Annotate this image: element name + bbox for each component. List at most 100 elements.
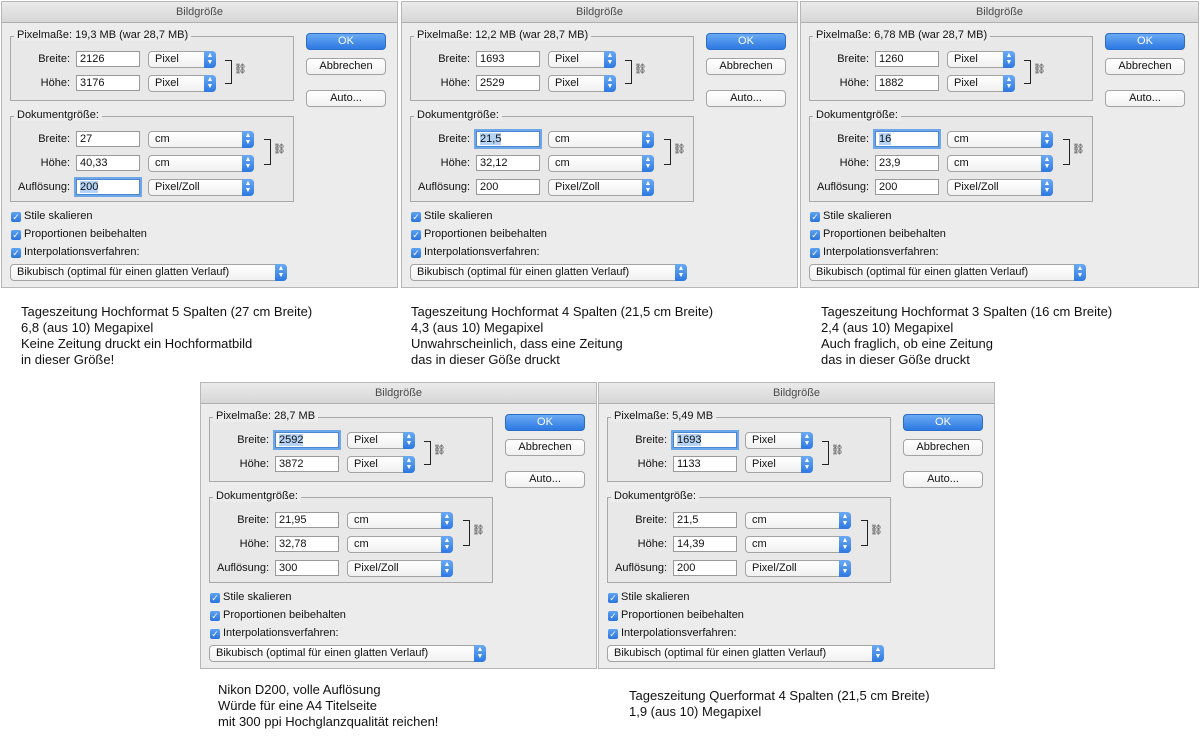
auto-button[interactable]: Auto... [1105,90,1185,107]
pixel-width-input[interactable]: 2126 [76,51,140,67]
unit-select-value: cm [555,133,570,145]
unit-select-value: Pixel [555,53,579,65]
scale-styles-checkbox[interactable]: ✓Stile skalieren [608,591,690,603]
unit-select[interactable]: Pixel ▲▼ [347,432,415,449]
resample-method-select[interactable]: Bikubisch (optimal für einen glatten Ver… [10,264,287,281]
resolution-input[interactable]: 200 [875,179,939,195]
scale-styles-checkbox[interactable]: ✓Stile skalieren [810,210,892,222]
unit-select-value: cm [155,133,170,145]
chevron-updown-icon: ▲▼ [872,645,884,662]
chevron-updown-icon: ▲▼ [801,456,813,473]
ok-button[interactable]: OK [505,414,585,431]
chevron-updown-icon: ▲▼ [403,432,415,449]
constrain-proportions-checkbox[interactable]: ✓Proportionen beibehalten [210,609,346,621]
unit-select[interactable]: cm ▲▼ [347,536,453,553]
doc-height-input[interactable]: 23,9 [875,155,939,171]
resample-method-select[interactable]: Bikubisch (optimal für einen glatten Ver… [410,264,687,281]
doc-width-input[interactable]: 21,95 [275,512,339,528]
resolution-input[interactable]: 300 [275,560,339,576]
unit-select[interactable]: Pixel ▲▼ [548,51,616,68]
unit-select[interactable]: cm ▲▼ [548,131,654,148]
cancel-button[interactable]: Abbrechen [706,58,786,75]
ok-button[interactable]: OK [903,414,983,431]
doc-width-input[interactable]: 21,5 [673,512,737,528]
unit-select[interactable]: Pixel/Zoll ▲▼ [548,179,654,196]
resolution-input[interactable]: 200 [74,177,142,197]
unit-select[interactable]: Pixel ▲▼ [745,456,813,473]
pixel-width-input[interactable]: 2592 [273,430,341,450]
unit-select[interactable]: Pixel ▲▼ [745,432,813,449]
pixel-height-input[interactable]: 3176 [76,75,140,91]
unit-select[interactable]: Pixel ▲▼ [148,51,216,68]
scale-styles-checkbox[interactable]: ✓Stile skalieren [210,591,292,603]
resolution-input[interactable]: 200 [476,179,540,195]
resample-checkbox[interactable]: ✓Interpolationsverfahren: [210,627,339,639]
scale-styles-checkbox[interactable]: ✓Stile skalieren [11,210,93,222]
doc-height-input[interactable]: 32,78 [275,536,339,552]
cancel-button[interactable]: Abbrechen [505,439,585,456]
pixel-width-input[interactable]: 1260 [875,51,939,67]
resample-checkbox[interactable]: ✓Interpolationsverfahren: [810,246,939,258]
unit-select[interactable]: Pixel ▲▼ [347,456,415,473]
pixel-height-input[interactable]: 2529 [476,75,540,91]
unit-select-value: Pixel/Zoll [555,181,600,193]
ok-button[interactable]: OK [306,33,386,50]
unit-select-value: cm [752,538,767,550]
caption-line: 1,9 (aus 10) Megapixel [629,704,762,719]
pixel-height-input[interactable]: 3872 [275,456,339,472]
constrain-proportions-checkbox[interactable]: ✓Proportionen beibehalten [11,228,147,240]
chevron-updown-icon: ▲▼ [839,560,851,577]
chevron-updown-icon: ▲▼ [839,536,851,553]
unit-select-value: Pixel [954,53,978,65]
resample-method-value: Bikubisch (optimal für einen glatten Ver… [17,266,230,278]
doc-width-input[interactable]: 16 [873,129,941,149]
unit-select[interactable]: Pixel/Zoll ▲▼ [745,560,851,577]
resample-method-select[interactable]: Bikubisch (optimal für einen glatten Ver… [809,264,1086,281]
unit-select[interactable]: Pixel ▲▼ [148,75,216,92]
ok-button[interactable]: OK [1105,33,1185,50]
resolution-label: Auflösung: [18,181,70,193]
caption-line: Nikon D200, volle Auflösung [218,682,381,697]
cancel-button[interactable]: Abbrechen [306,58,386,75]
unit-select[interactable]: cm ▲▼ [745,536,851,553]
resample-checkbox[interactable]: ✓Interpolationsverfahren: [411,246,540,258]
constrain-proportions-checkbox[interactable]: ✓Proportionen beibehalten [810,228,946,240]
doc-width-input[interactable]: 21,5 [474,129,542,149]
scale-styles-checkbox[interactable]: ✓Stile skalieren [411,210,493,222]
unit-select[interactable]: Pixel ▲▼ [548,75,616,92]
auto-button[interactable]: Auto... [505,471,585,488]
cancel-button[interactable]: Abbrechen [903,439,983,456]
pixel-height-input[interactable]: 1882 [875,75,939,91]
constrain-proportions-checkbox[interactable]: ✓Proportionen beibehalten [411,228,547,240]
pixel-height-input[interactable]: 1133 [673,456,737,472]
unit-select[interactable]: cm ▲▼ [548,155,654,172]
doc-width-input[interactable]: 27 [76,131,140,147]
unit-select[interactable]: cm ▲▼ [347,512,453,529]
auto-button[interactable]: Auto... [706,90,786,107]
ok-button[interactable]: OK [706,33,786,50]
unit-select[interactable]: cm ▲▼ [745,512,851,529]
resample-method-select[interactable]: Bikubisch (optimal für einen glatten Ver… [607,645,884,662]
cancel-button[interactable]: Abbrechen [1105,58,1185,75]
doc-height-input[interactable]: 40,33 [76,155,140,171]
doc-height-input[interactable]: 14,39 [673,536,737,552]
unit-select[interactable]: Pixel ▲▼ [947,75,1015,92]
unit-select[interactable]: cm ▲▼ [148,131,254,148]
auto-button[interactable]: Auto... [903,471,983,488]
unit-select[interactable]: Pixel/Zoll ▲▼ [148,179,254,196]
pixel-width-input[interactable]: 1693 [476,51,540,67]
unit-select[interactable]: Pixel/Zoll ▲▼ [947,179,1053,196]
auto-button[interactable]: Auto... [306,90,386,107]
unit-select[interactable]: cm ▲▼ [148,155,254,172]
resolution-input[interactable]: 200 [673,560,737,576]
pixel-width-input[interactable]: 1693 [671,430,739,450]
resample-method-select[interactable]: Bikubisch (optimal für einen glatten Ver… [209,645,486,662]
resample-checkbox[interactable]: ✓Interpolationsverfahren: [608,627,737,639]
resample-checkbox[interactable]: ✓Interpolationsverfahren: [11,246,140,258]
unit-select[interactable]: cm ▲▼ [947,131,1053,148]
constrain-proportions-checkbox[interactable]: ✓Proportionen beibehalten [608,609,744,621]
doc-height-input[interactable]: 32,12 [476,155,540,171]
unit-select[interactable]: Pixel ▲▼ [947,51,1015,68]
unit-select[interactable]: cm ▲▼ [947,155,1053,172]
unit-select[interactable]: Pixel/Zoll ▲▼ [347,560,453,577]
